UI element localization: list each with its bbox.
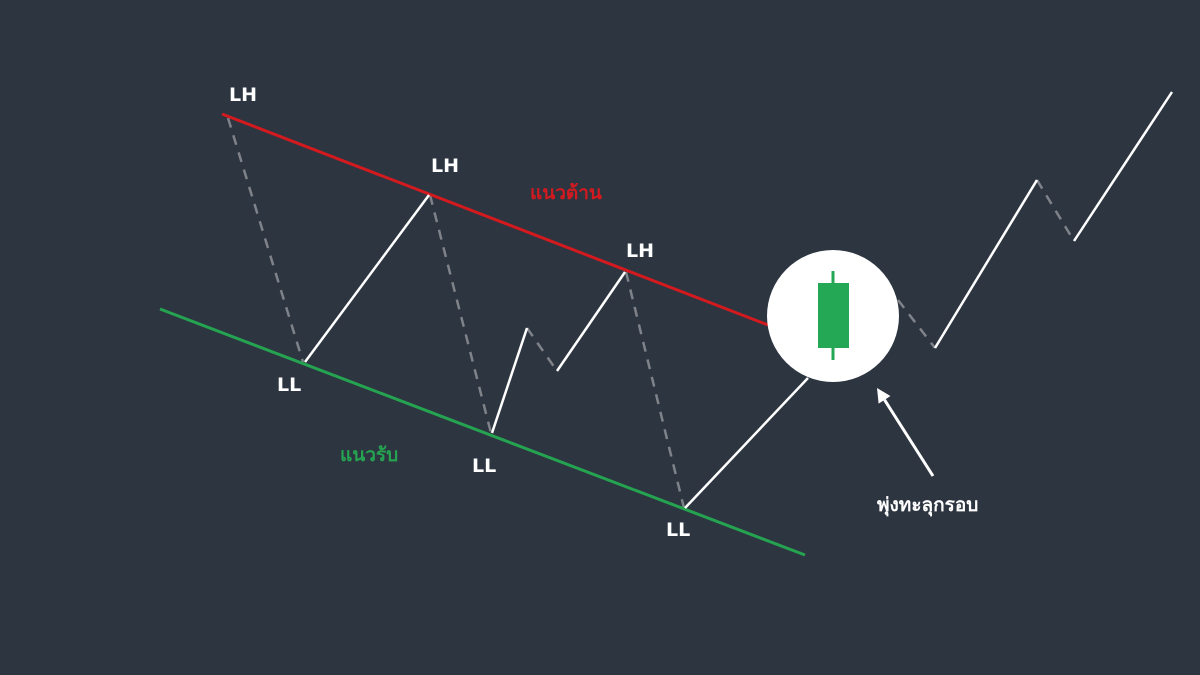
price-up-lines xyxy=(303,91,1174,509)
pullback-dashed-lines xyxy=(226,117,1076,509)
pullback-segment xyxy=(226,117,305,363)
price-up-segment xyxy=(555,271,627,372)
label-lh-1: LH xyxy=(229,84,258,106)
pullback-segment xyxy=(624,271,686,509)
resistance-line xyxy=(221,112,769,327)
pullback-segment xyxy=(1035,179,1076,242)
label-ll-2: LL xyxy=(472,455,497,477)
pullback-segment xyxy=(428,194,493,434)
price-up-segment xyxy=(490,327,529,434)
support-line xyxy=(159,307,806,557)
price-up-segment xyxy=(684,377,809,509)
price-up-segment xyxy=(933,179,1039,349)
bullish-candle-icon xyxy=(818,271,849,360)
label-lh-3: LH xyxy=(626,240,655,262)
label-ll-1: LL xyxy=(277,374,302,396)
label-support: แนวรับ xyxy=(340,444,399,466)
price-up-segment xyxy=(1072,91,1174,242)
pullback-segment xyxy=(525,327,559,372)
price-up-segment xyxy=(303,194,431,363)
label-breakout: พุ่งทะลุกรอบ xyxy=(877,494,979,516)
label-resistance: แนวต้าน xyxy=(530,182,602,204)
label-ll-3: LL xyxy=(666,519,691,541)
arrow-icon xyxy=(877,388,935,477)
label-lh-2: LH xyxy=(431,155,460,177)
